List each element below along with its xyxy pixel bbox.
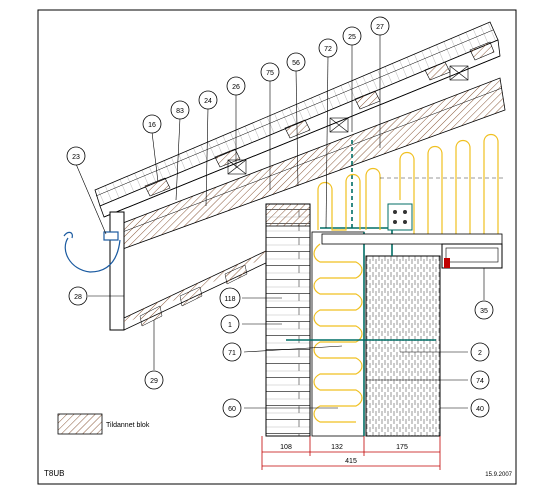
brick-wall bbox=[265, 203, 311, 437]
ceiling-beam bbox=[441, 243, 503, 269]
callout-29: 29 bbox=[144, 370, 164, 390]
svg-text:26: 26 bbox=[232, 84, 240, 91]
svg-text:28: 28 bbox=[74, 294, 82, 301]
svg-text:29: 29 bbox=[150, 378, 158, 385]
gutter bbox=[63, 231, 121, 273]
svg-text:2: 2 bbox=[478, 350, 482, 357]
svg-text:16: 16 bbox=[148, 122, 156, 129]
svg-text:60: 60 bbox=[228, 406, 236, 413]
ceiling-board bbox=[321, 177, 505, 245]
soffit bbox=[123, 249, 269, 331]
callout-25: 25 bbox=[342, 26, 362, 46]
dimension-brick: 108 bbox=[280, 444, 292, 451]
callout-56: 56 bbox=[286, 52, 306, 72]
tile-battens bbox=[144, 41, 495, 197]
svg-text:27: 27 bbox=[376, 24, 384, 31]
eaves-fascia bbox=[109, 211, 125, 331]
callout-74: 74 bbox=[470, 370, 490, 390]
svg-text:40: 40 bbox=[476, 406, 484, 413]
callout-118: 118 bbox=[219, 287, 241, 309]
svg-text:56: 56 bbox=[292, 60, 300, 67]
callout-71: 71 bbox=[222, 342, 242, 362]
svg-text:71: 71 bbox=[228, 350, 236, 357]
legend-label: Tildannet blok bbox=[106, 422, 150, 429]
inner-wall-block bbox=[365, 255, 441, 437]
callout-75: 75 bbox=[260, 62, 280, 82]
callout-40: 40 bbox=[470, 398, 490, 418]
leader-lines bbox=[75, 34, 485, 409]
top-plate bbox=[387, 203, 413, 231]
callout-28: 28 bbox=[68, 286, 88, 306]
dimension-inner: 175 bbox=[396, 444, 408, 451]
callout-35: 35 bbox=[474, 300, 494, 320]
callout-2: 2 bbox=[470, 342, 490, 362]
svg-text:24: 24 bbox=[204, 98, 212, 105]
svg-text:118: 118 bbox=[224, 296, 235, 303]
callouts: 16 83 24 26 75 56 72 25 27 23 28 118 1 7… bbox=[66, 16, 494, 418]
drawing-date: 15.9.2007 bbox=[485, 472, 512, 478]
callout-72: 72 bbox=[318, 38, 338, 58]
svg-text:72: 72 bbox=[324, 46, 332, 53]
callout-16: 16 bbox=[142, 114, 162, 134]
dimension-insulation: 132 bbox=[331, 444, 343, 451]
legend: Tildannet blok bbox=[57, 413, 150, 435]
svg-text:74: 74 bbox=[476, 378, 484, 385]
drawing-frame bbox=[37, 9, 517, 485]
callout-27: 27 bbox=[370, 16, 390, 36]
svg-text:25: 25 bbox=[348, 34, 356, 41]
dimension-total: 415 bbox=[345, 458, 357, 465]
svg-text:83: 83 bbox=[176, 108, 184, 115]
svg-text:1: 1 bbox=[228, 322, 232, 329]
callout-60: 60 bbox=[222, 398, 242, 418]
svg-text:35: 35 bbox=[480, 308, 488, 315]
svg-text:23: 23 bbox=[72, 154, 80, 161]
footer: T8UB 15.9.2007 bbox=[44, 469, 513, 478]
callout-1: 1 bbox=[220, 314, 240, 334]
callout-24: 24 bbox=[198, 90, 218, 110]
dimensions: 108 132 175 415 bbox=[261, 436, 441, 470]
callout-23: 23 bbox=[66, 146, 86, 166]
callout-83: 83 bbox=[170, 100, 190, 120]
callout-26: 26 bbox=[226, 76, 246, 96]
wall-insulation bbox=[311, 231, 365, 437]
counter-battens bbox=[227, 65, 469, 175]
svg-text:75: 75 bbox=[266, 70, 274, 77]
drawing-code: T8UB bbox=[44, 469, 64, 478]
